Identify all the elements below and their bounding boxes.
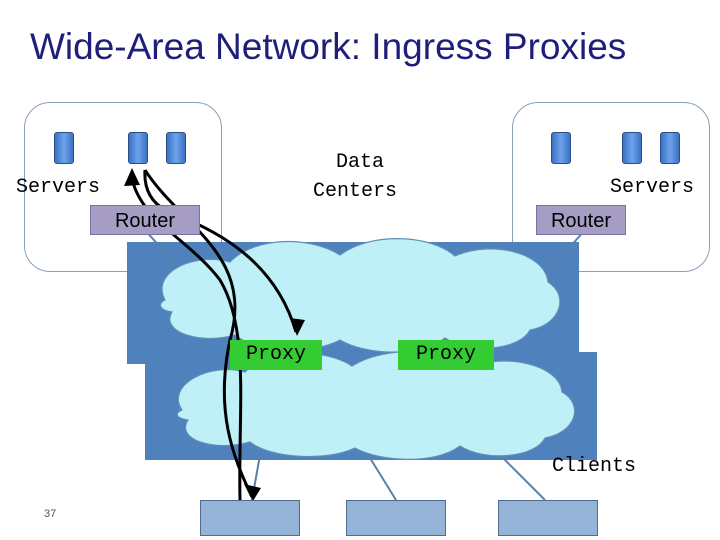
server-icon bbox=[551, 132, 571, 164]
left-router: Router bbox=[90, 205, 200, 235]
arrowhead-icon bbox=[290, 318, 305, 336]
data-centers-label-line2: Centers bbox=[313, 180, 398, 203]
left-servers-label: Servers bbox=[16, 176, 101, 199]
client-box bbox=[498, 500, 598, 536]
slide-title: Wide-Area Network: Ingress Proxies bbox=[30, 26, 627, 67]
server-icon bbox=[660, 132, 680, 164]
client-box bbox=[346, 500, 446, 536]
proxy-left: Proxy bbox=[230, 340, 322, 370]
proxy-right: Proxy bbox=[398, 340, 494, 370]
server-icon bbox=[54, 132, 74, 164]
arrowhead-icon bbox=[244, 484, 261, 501]
clients-label: Clients bbox=[552, 455, 637, 478]
arrow-heads bbox=[124, 168, 305, 501]
right-servers-label: Servers bbox=[610, 176, 695, 199]
data-centers-label-line1: Data bbox=[336, 151, 385, 174]
page-number: 37 bbox=[44, 508, 57, 520]
right-router: Router bbox=[536, 205, 626, 235]
arrowhead-icon bbox=[124, 168, 140, 186]
server-icon bbox=[166, 132, 186, 164]
cloud-shapes bbox=[159, 238, 576, 460]
server-icon bbox=[128, 132, 148, 164]
client-box bbox=[200, 500, 300, 536]
server-icon bbox=[622, 132, 642, 164]
